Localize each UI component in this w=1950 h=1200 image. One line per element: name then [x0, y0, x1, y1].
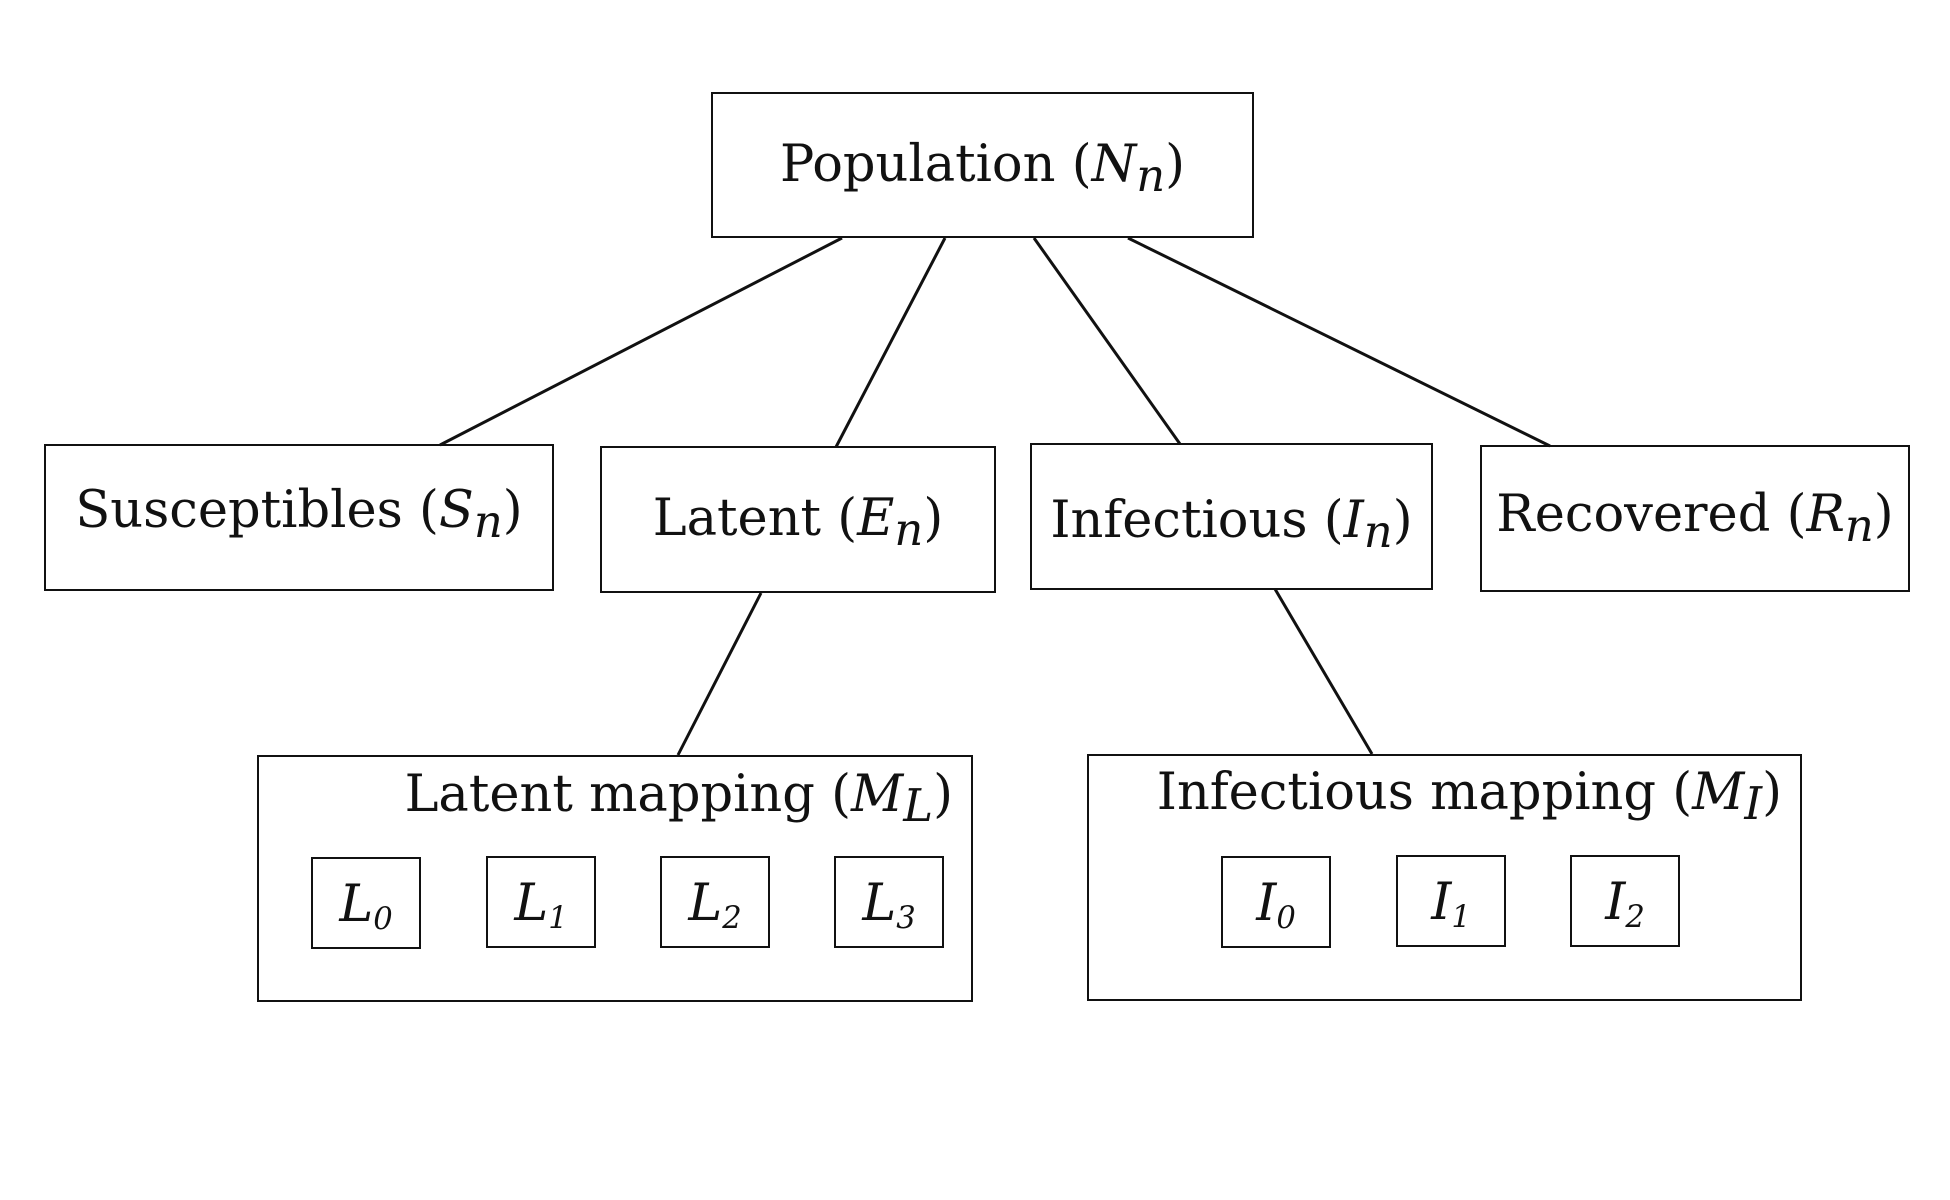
edge-population-latent [834, 237, 947, 448]
infectious-stage-2-sub: 2 [1625, 899, 1645, 935]
population-label: Population (Nn) [779, 135, 1186, 202]
edge-population-infectious [1032, 237, 1182, 445]
infectious-sub: n [1363, 504, 1393, 558]
population-text: Population [779, 135, 1056, 194]
latent-node: Latent (En) [600, 446, 996, 593]
latent-stage-3-var: L [862, 874, 897, 933]
latent-stage-0: L0 [311, 857, 421, 949]
latent-stage-1-var: L [514, 874, 549, 933]
infectious-text: Infectious [1050, 491, 1308, 550]
latent-stage-3-label: L3 [836, 878, 942, 933]
infectious-var: I [1343, 491, 1364, 550]
latent-stage-3: L3 [834, 856, 944, 948]
latent-label: Latent (En) [652, 489, 944, 556]
population-var: N [1091, 135, 1137, 194]
latent-stage-2: L2 [660, 856, 770, 948]
infectious-stage-0: I0 [1221, 856, 1331, 948]
edge-population-susceptibles [439, 236, 843, 447]
infectious-stage-0-label: I0 [1223, 878, 1329, 933]
infectious-stage-1: I1 [1396, 855, 1506, 947]
latent-stage-1-sub: 1 [548, 900, 568, 936]
infectious-stage-0-sub: 0 [1276, 900, 1296, 936]
latent-stage-0-var: L [339, 875, 374, 934]
infectious-node: Infectious (In) [1030, 443, 1433, 590]
latent-stage-1: L1 [486, 856, 596, 948]
edge-infectious-mapping [1273, 588, 1374, 755]
susceptibles-label: Susceptibles (Sn) [75, 481, 523, 548]
latent-mapping-label: Latent mapping (ML) [404, 765, 953, 832]
latent-mapping-text: Latent mapping [404, 765, 815, 824]
latent-stage-0-sub: 0 [373, 901, 393, 937]
infectious-mapping-label: Infectious mapping (MI) [1156, 763, 1782, 830]
latent-stage-2-label: L2 [662, 878, 768, 933]
latent-stage-3-sub: 3 [896, 900, 916, 936]
latent-stage-2-var: L [688, 874, 723, 933]
latent-stage-0-label: L0 [313, 879, 419, 934]
infectious-stage-1-var: I [1431, 873, 1452, 932]
latent-text: Latent [652, 489, 822, 548]
infectious-stage-1-label: I1 [1398, 877, 1504, 932]
edge-population-recovered [1127, 236, 1551, 448]
infectious-mapping-text: Infectious mapping [1156, 763, 1657, 822]
susceptibles-var: S [438, 481, 474, 540]
recovered-node: Recovered (Rn) [1480, 445, 1910, 592]
latent-var: E [857, 489, 895, 548]
edge-latent-mapping [676, 592, 763, 756]
infectious-stage-2-var: I [1605, 873, 1626, 932]
infectious-mapping-node: Infectious mapping (MI) [1087, 754, 1802, 1001]
latent-stage-1-label: L1 [488, 878, 594, 933]
latent-stage-2-sub: 2 [722, 900, 742, 936]
recovered-sub: n [1844, 498, 1874, 552]
recovered-var: R [1806, 485, 1845, 544]
latent-mapping-sub: L [903, 778, 934, 832]
infectious-stage-2-label: I2 [1572, 877, 1678, 932]
infectious-stage-2: I2 [1570, 855, 1680, 947]
latent-sub: n [894, 502, 924, 556]
susceptibles-sub: n [473, 494, 503, 548]
population-node: Population (Nn) [711, 92, 1254, 238]
population-sub: n [1136, 148, 1166, 202]
infectious-stage-0-var: I [1256, 874, 1277, 933]
infectious-mapping-var: M [1692, 763, 1745, 822]
latent-mapping-var: M [851, 765, 904, 824]
infectious-label: Infectious (In) [1050, 491, 1413, 558]
recovered-label: Recovered (Rn) [1496, 485, 1894, 552]
susceptibles-text: Susceptibles [75, 481, 403, 540]
infectious-stage-1-sub: 1 [1451, 899, 1471, 935]
latent-mapping-node: Latent mapping (ML) [257, 755, 973, 1002]
recovered-text: Recovered [1496, 485, 1771, 544]
infectious-mapping-sub: I [1744, 776, 1763, 830]
susceptibles-node: Susceptibles (Sn) [44, 444, 554, 591]
